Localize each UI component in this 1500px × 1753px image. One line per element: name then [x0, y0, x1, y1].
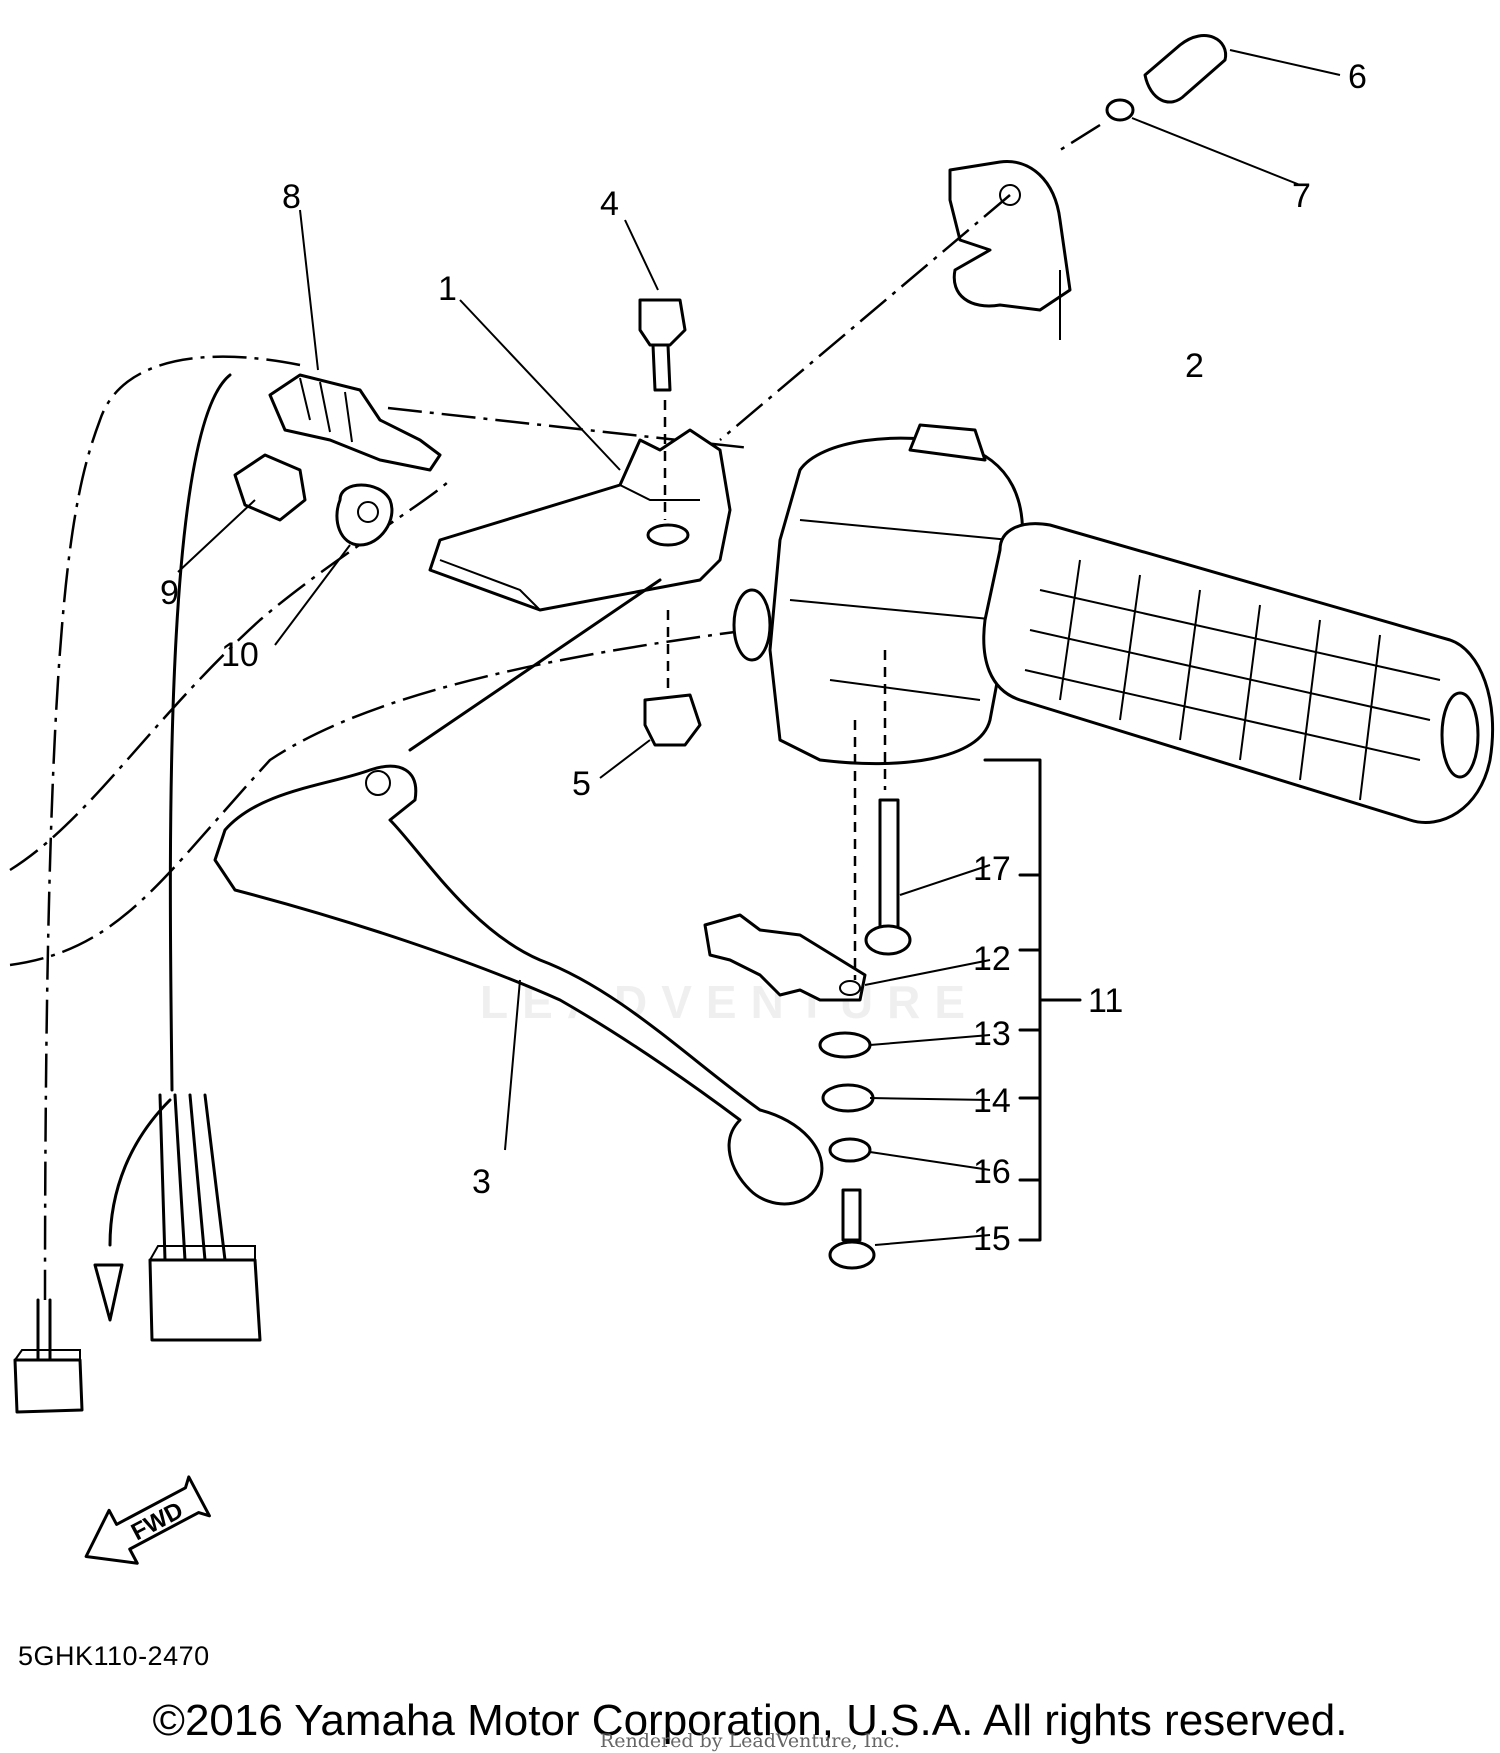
callout-4: 4: [600, 185, 619, 223]
switch-housing: [768, 436, 1024, 766]
callout-16: 16: [973, 1153, 1011, 1191]
fwd-arrow: FWD: [84, 1475, 211, 1565]
clamp-axis: [719, 123, 1101, 441]
clamp-hole: [999, 184, 1021, 206]
grip-end: [1440, 691, 1480, 779]
switch-plate: [703, 913, 867, 1002]
handle-grip: [982, 522, 1495, 824]
pivot-nut: [643, 610, 702, 747]
short-screw: [828, 1188, 876, 1270]
callout-2: 2: [1185, 347, 1204, 385]
long-screw: [864, 650, 912, 956]
lever-holder: [428, 428, 732, 612]
spring-washer: [828, 1137, 872, 1163]
connector-small: [13, 1298, 84, 1414]
wire-harness-line: [43, 355, 301, 1301]
leader-lines: [177, 49, 1341, 1246]
pivot-bolt: [638, 298, 690, 547]
handlebar-outline-upper: [9, 479, 451, 872]
callout-6: 6: [1348, 58, 1367, 96]
callout-12: 12: [973, 940, 1011, 978]
locknut: [335, 483, 394, 547]
clamp-screw: [1143, 34, 1228, 104]
callout-8: 8: [282, 178, 301, 216]
adjuster-bolt: [233, 453, 307, 522]
switch-plate-hole: [839, 980, 861, 996]
callout-10: 10: [221, 636, 259, 674]
locknut-hole: [357, 501, 379, 523]
switch-assembly-bracket: [983, 758, 1082, 1242]
connector-large: [93, 1093, 262, 1342]
clutch-lever: [213, 764, 824, 1206]
diagram-code: 5GHK110-2470: [18, 1641, 210, 1671]
callout-17: 17: [973, 850, 1011, 888]
handlebar-outline-lower: [9, 628, 751, 967]
clamp-washer: [1105, 98, 1135, 122]
callout-11: 11: [1088, 982, 1123, 1020]
wire-bundle: [168, 373, 232, 1092]
callout-3: 3: [472, 1163, 491, 1201]
star-washer: [821, 1083, 875, 1113]
callout-5: 5: [572, 765, 591, 803]
lever-holder-edge: [439, 484, 700, 611]
lever-pivot-hole: [365, 770, 391, 796]
switch-side-knob: [732, 588, 772, 662]
callout-7: 7: [1292, 177, 1311, 215]
copyright: ©2016 Yamaha Motor Corporation, U.S.A. A…: [152, 1696, 1348, 1745]
grip-pattern: [1024, 559, 1441, 801]
clamp: [948, 160, 1072, 312]
callout-14: 14: [973, 1082, 1011, 1120]
switch-housing-seam: [789, 519, 1011, 701]
switch-button-top: [908, 423, 987, 462]
flat-washer: [818, 1031, 872, 1059]
clutch-switch: [268, 373, 442, 472]
callout-9: 9: [160, 574, 179, 612]
rendered-by: Rendered by LeadVenture, Inc.: [599, 1730, 901, 1752]
callout-1: 1: [438, 270, 457, 308]
lever-leader: [408, 578, 662, 752]
callout-15: 15: [973, 1220, 1011, 1258]
callout-13: 13: [973, 1015, 1011, 1053]
